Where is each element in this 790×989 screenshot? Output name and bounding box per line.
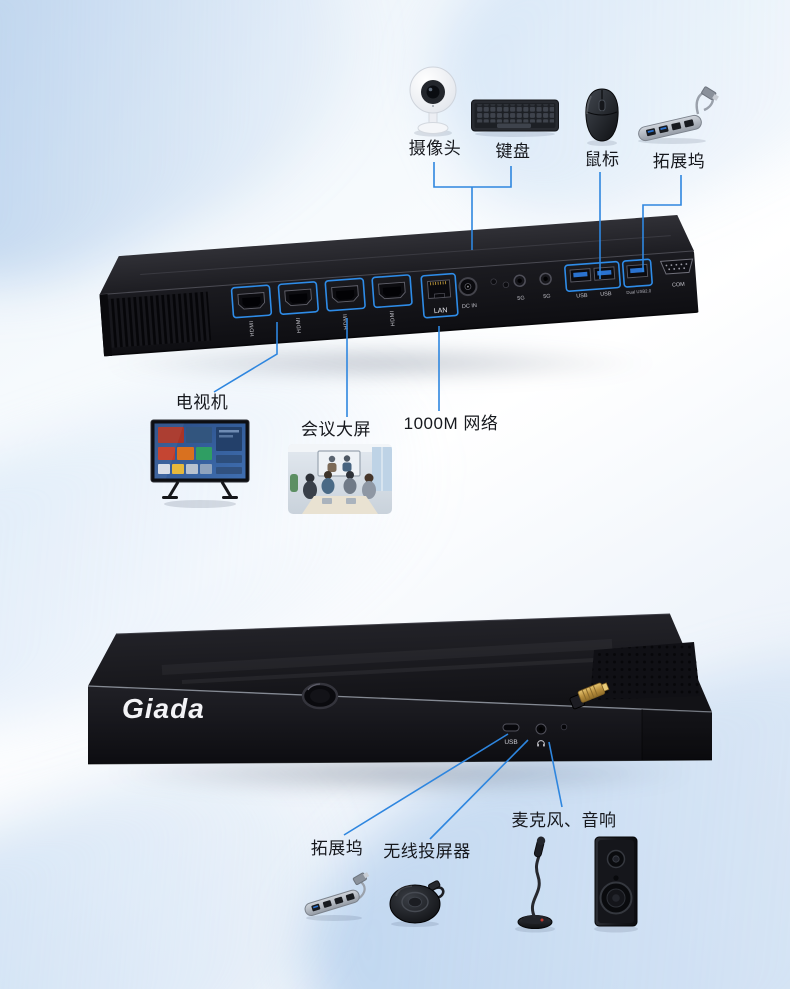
meeting-room-image <box>288 444 392 514</box>
hdmi-port-3: HDMI <box>324 277 366 330</box>
wireless-caster-label: 无线投屏器 <box>383 842 471 861</box>
com-port: COM <box>659 258 694 289</box>
sma-antenna-connector <box>569 682 610 710</box>
webcam-icon <box>409 66 457 137</box>
chassis-top-face <box>88 614 712 712</box>
usb-c-port: USB <box>502 723 520 746</box>
mouse-icon <box>585 88 619 146</box>
hub-body <box>638 114 702 142</box>
dock-label-bottom: 拓展坞 <box>310 839 364 858</box>
com-port-label: COM <box>672 282 686 289</box>
device-shadow <box>100 346 660 380</box>
speaker-icon <box>594 836 638 933</box>
keyboard-label: 键盘 <box>495 142 531 161</box>
screw-hole <box>490 278 497 285</box>
microphone-icon <box>515 836 555 933</box>
tv-label: 电视机 <box>175 393 229 412</box>
dc-jack: DC IN <box>458 277 478 310</box>
vent-grille <box>107 291 212 348</box>
chassis-top-face <box>99 215 694 295</box>
hdmi-port-label: HDMI <box>249 320 256 336</box>
antenna-hole-2: 5G <box>539 272 552 301</box>
lan-port-label: LAN <box>434 307 448 315</box>
hdmi-port-4: HDMI <box>371 274 413 326</box>
screw-hole <box>502 281 510 288</box>
headphone-icon <box>537 740 545 745</box>
front-panel-device: Giada USB <box>87 613 713 765</box>
power-button <box>301 682 339 710</box>
keyboard-icon <box>471 99 559 137</box>
tv-image <box>150 419 250 508</box>
usb-c-label: USB <box>504 739 517 746</box>
hdmi-port-2: HDMI <box>277 281 319 333</box>
mouse-label: 鼠标 <box>584 150 620 169</box>
brand-logo: Giada <box>122 693 205 724</box>
audio-jack <box>535 723 547 747</box>
dock-icon <box>638 86 719 144</box>
antenna-label: 5G <box>517 295 525 302</box>
camera-label: 摄像头 <box>408 139 462 158</box>
dual-usb-label: Dual USB2.0 <box>626 288 652 295</box>
lan-port: LAN <box>420 272 459 319</box>
ir-window <box>560 723 568 731</box>
dc-jack-label: DC IN <box>462 303 477 310</box>
hdmi-port-label: HDMI <box>389 310 396 326</box>
hdmi-port-label: HDMI <box>343 313 350 329</box>
back-panel-device: HDMI HDMI HDMI HDMI <box>99 215 699 357</box>
usb-port-1 <box>569 268 592 283</box>
hub-icon <box>304 872 370 921</box>
hdmi-port-label: HDMI <box>296 317 303 333</box>
mic-speaker-label: 麦克风、音响 <box>511 811 617 830</box>
conference-screen-label: 会议大屏 <box>301 420 371 439</box>
network-label: 1000M 网络 <box>403 414 499 433</box>
antenna-label: 5G <box>543 294 551 301</box>
antenna-hole-1: 5G <box>513 274 526 302</box>
wireless-caster-icon <box>389 880 445 927</box>
dock-label-top: 拓展坞 <box>652 152 706 171</box>
usb-port-label: USB <box>576 293 588 300</box>
usb-port-label: USB <box>600 291 612 298</box>
hdmi-port-1: HDMI <box>230 284 273 337</box>
